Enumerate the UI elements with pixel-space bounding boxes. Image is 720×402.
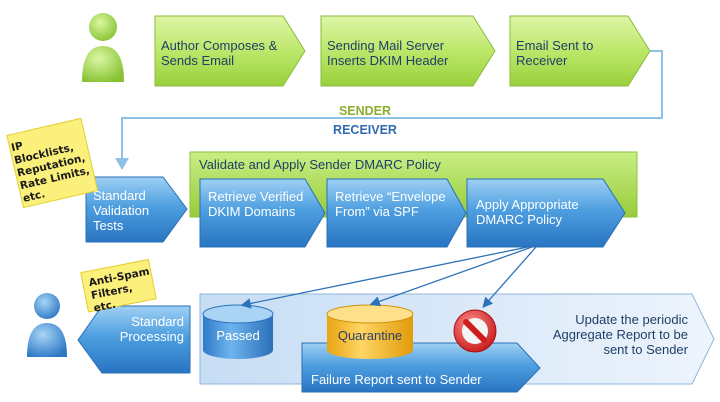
author-composes-label: Author Composes & Sends Email [161,38,278,68]
sender-divider-label: SENDER [338,104,392,118]
policy-outcome-arrows [240,246,537,309]
connector-arrowhead [115,158,129,170]
standard-validation-step [85,176,188,243]
quarantine-label: Quarantine [337,328,403,343]
email-sent-step [509,15,651,87]
failure-report-label: Failure Report sent to Sender [311,372,482,387]
apply-policy-label: Apply Appropriate DMARC Policy [476,197,579,227]
retrieve-dkim-step [199,178,326,248]
retrieve-dkim-label: Retrieve Verified DKIM Domains [208,189,304,219]
email-sent-label: Email Sent to Receiver [516,38,594,68]
dkim-header-step [320,15,496,87]
standard-processing-step [77,305,191,374]
author-composes-step [154,15,306,87]
receiver-person-icon [27,293,67,357]
receiver-divider-label: RECEIVER [333,123,397,137]
aggregate-report-label: Update the periodic Aggregate Report to … [552,312,688,357]
passed-label: Passed [216,328,260,343]
reject-icon [453,309,497,353]
anti-spam-note [80,258,157,313]
standard-processing-label: Standard Processing [119,314,184,344]
sender-receiver-connector [121,50,663,160]
apply-policy-step [466,178,626,248]
retrieve-spf-label: Retrieve “Envelope From” via SPF [335,189,446,219]
ip-blocklists-note [6,117,99,209]
passed-cylinder [202,304,274,359]
dkim-header-label: Sending Mail Server Inserts DKIM Header [327,38,449,68]
dmarc-policy-title: Validate and Apply Sender DMARC Policy [199,157,441,172]
sender-person-icon [82,13,124,82]
quarantine-cylinder [326,304,414,359]
standard-validation-label: Standard Validation Tests [93,188,150,233]
retrieve-spf-step [326,178,467,248]
